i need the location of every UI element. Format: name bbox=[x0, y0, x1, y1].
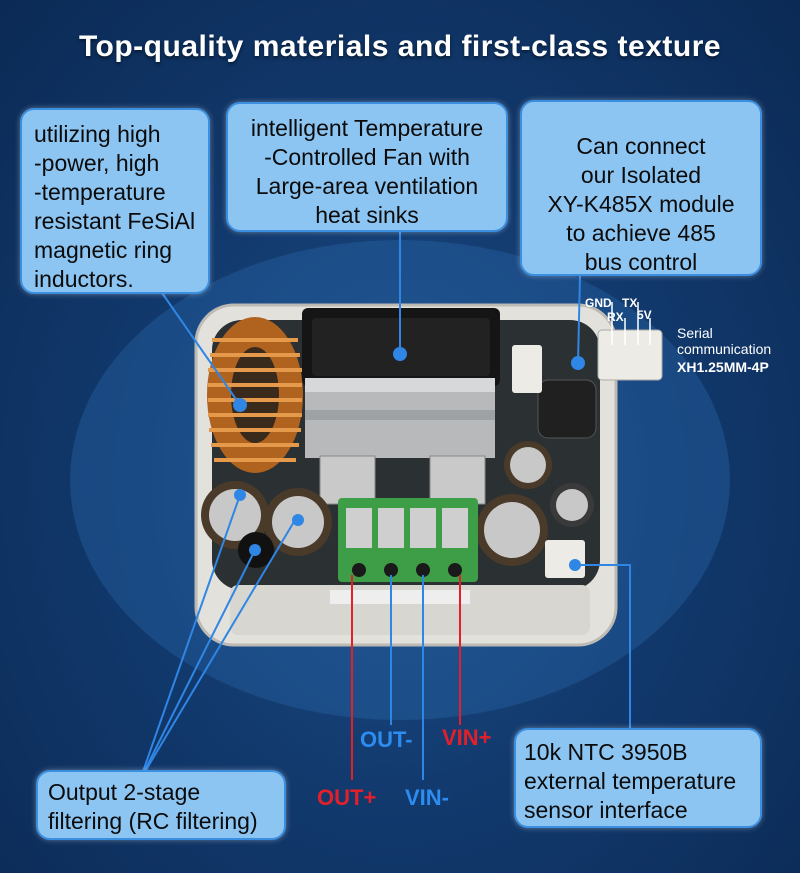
callout-text: -temperature bbox=[34, 179, 166, 205]
pointer-dots bbox=[233, 347, 585, 571]
callout-text: resistant FeSiAl bbox=[34, 208, 196, 234]
callout-text: XY-K485X module bbox=[547, 191, 735, 217]
callout-text: utilizing high bbox=[34, 121, 161, 147]
capacitor-1 bbox=[201, 481, 269, 549]
callout-text: intelligent Temperature bbox=[250, 115, 484, 141]
callout-text: 10k NTC 3950B bbox=[524, 739, 688, 765]
terminal-out-minus: OUT- bbox=[360, 727, 413, 752]
callout-text: heat sinks bbox=[315, 202, 419, 228]
capacitor-5 bbox=[550, 483, 594, 527]
callout-text: to achieve 485 bbox=[566, 220, 716, 246]
terminal-vin-minus: VIN- bbox=[405, 785, 449, 810]
terminal-label-strip bbox=[330, 590, 470, 604]
mosfet-left bbox=[319, 455, 376, 505]
callout-text: inductors. bbox=[34, 266, 134, 292]
callout-text: Large-area ventilation bbox=[255, 173, 479, 199]
terminal-block bbox=[338, 498, 478, 582]
heat-sink bbox=[305, 378, 495, 458]
callout-rs485: Can connect our Isolated XY-K485X module… bbox=[520, 100, 762, 276]
callout-text: sensor interface bbox=[524, 797, 688, 823]
smd-inductor bbox=[537, 379, 597, 439]
callout-text: -power, high bbox=[34, 150, 160, 176]
ntc-connector bbox=[545, 540, 585, 578]
housing-front bbox=[230, 585, 590, 635]
callout-inductors: utilizing high -power, high -temperature… bbox=[20, 108, 210, 294]
callout-text: -Controlled Fan with bbox=[264, 144, 470, 170]
mosfet-right bbox=[429, 455, 486, 505]
callout-text: Can connect bbox=[576, 133, 706, 159]
connector-type-label: XH1.25MM-4P bbox=[677, 359, 769, 375]
callout-fan: intelligent Temperature -Controlled Fan … bbox=[226, 102, 508, 232]
callout-text: Output 2-stage bbox=[48, 779, 201, 805]
positive-lines bbox=[351, 575, 461, 780]
callout-text: filtering (RC filtering) bbox=[48, 808, 258, 834]
callout-text: magnetic ring bbox=[34, 237, 173, 263]
callout-text: bus control bbox=[584, 249, 698, 275]
page-title: Top-quality materials and first-class te… bbox=[78, 30, 722, 63]
serial-label-line: communication bbox=[677, 341, 772, 357]
pin-label-5v: 5V bbox=[637, 308, 652, 322]
toroid-inductor bbox=[207, 317, 303, 473]
pin-label-rx: RX bbox=[607, 310, 624, 324]
pin-label-gnd: GND bbox=[585, 296, 612, 310]
pointer-lines bbox=[139, 230, 631, 781]
terminal-out-plus: OUT+ bbox=[317, 785, 377, 810]
serial-label: Serial communication bbox=[677, 325, 771, 357]
fan-connector bbox=[512, 345, 542, 393]
terminal-vin-plus: VIN+ bbox=[442, 725, 492, 750]
serial-connector bbox=[597, 329, 663, 381]
serial-label-line: Serial bbox=[677, 325, 713, 341]
callout-filtering: Output 2-stage filtering (RC filtering) bbox=[36, 770, 286, 840]
pin-label-tx: TX bbox=[622, 296, 638, 310]
capacitor-3 bbox=[476, 494, 548, 566]
callout-text: our Isolated bbox=[580, 162, 702, 188]
callout-text: external temperature bbox=[524, 768, 737, 794]
callout-ntc: 10k NTC 3950B external temperature senso… bbox=[514, 728, 762, 828]
capacitor-4 bbox=[504, 441, 552, 489]
